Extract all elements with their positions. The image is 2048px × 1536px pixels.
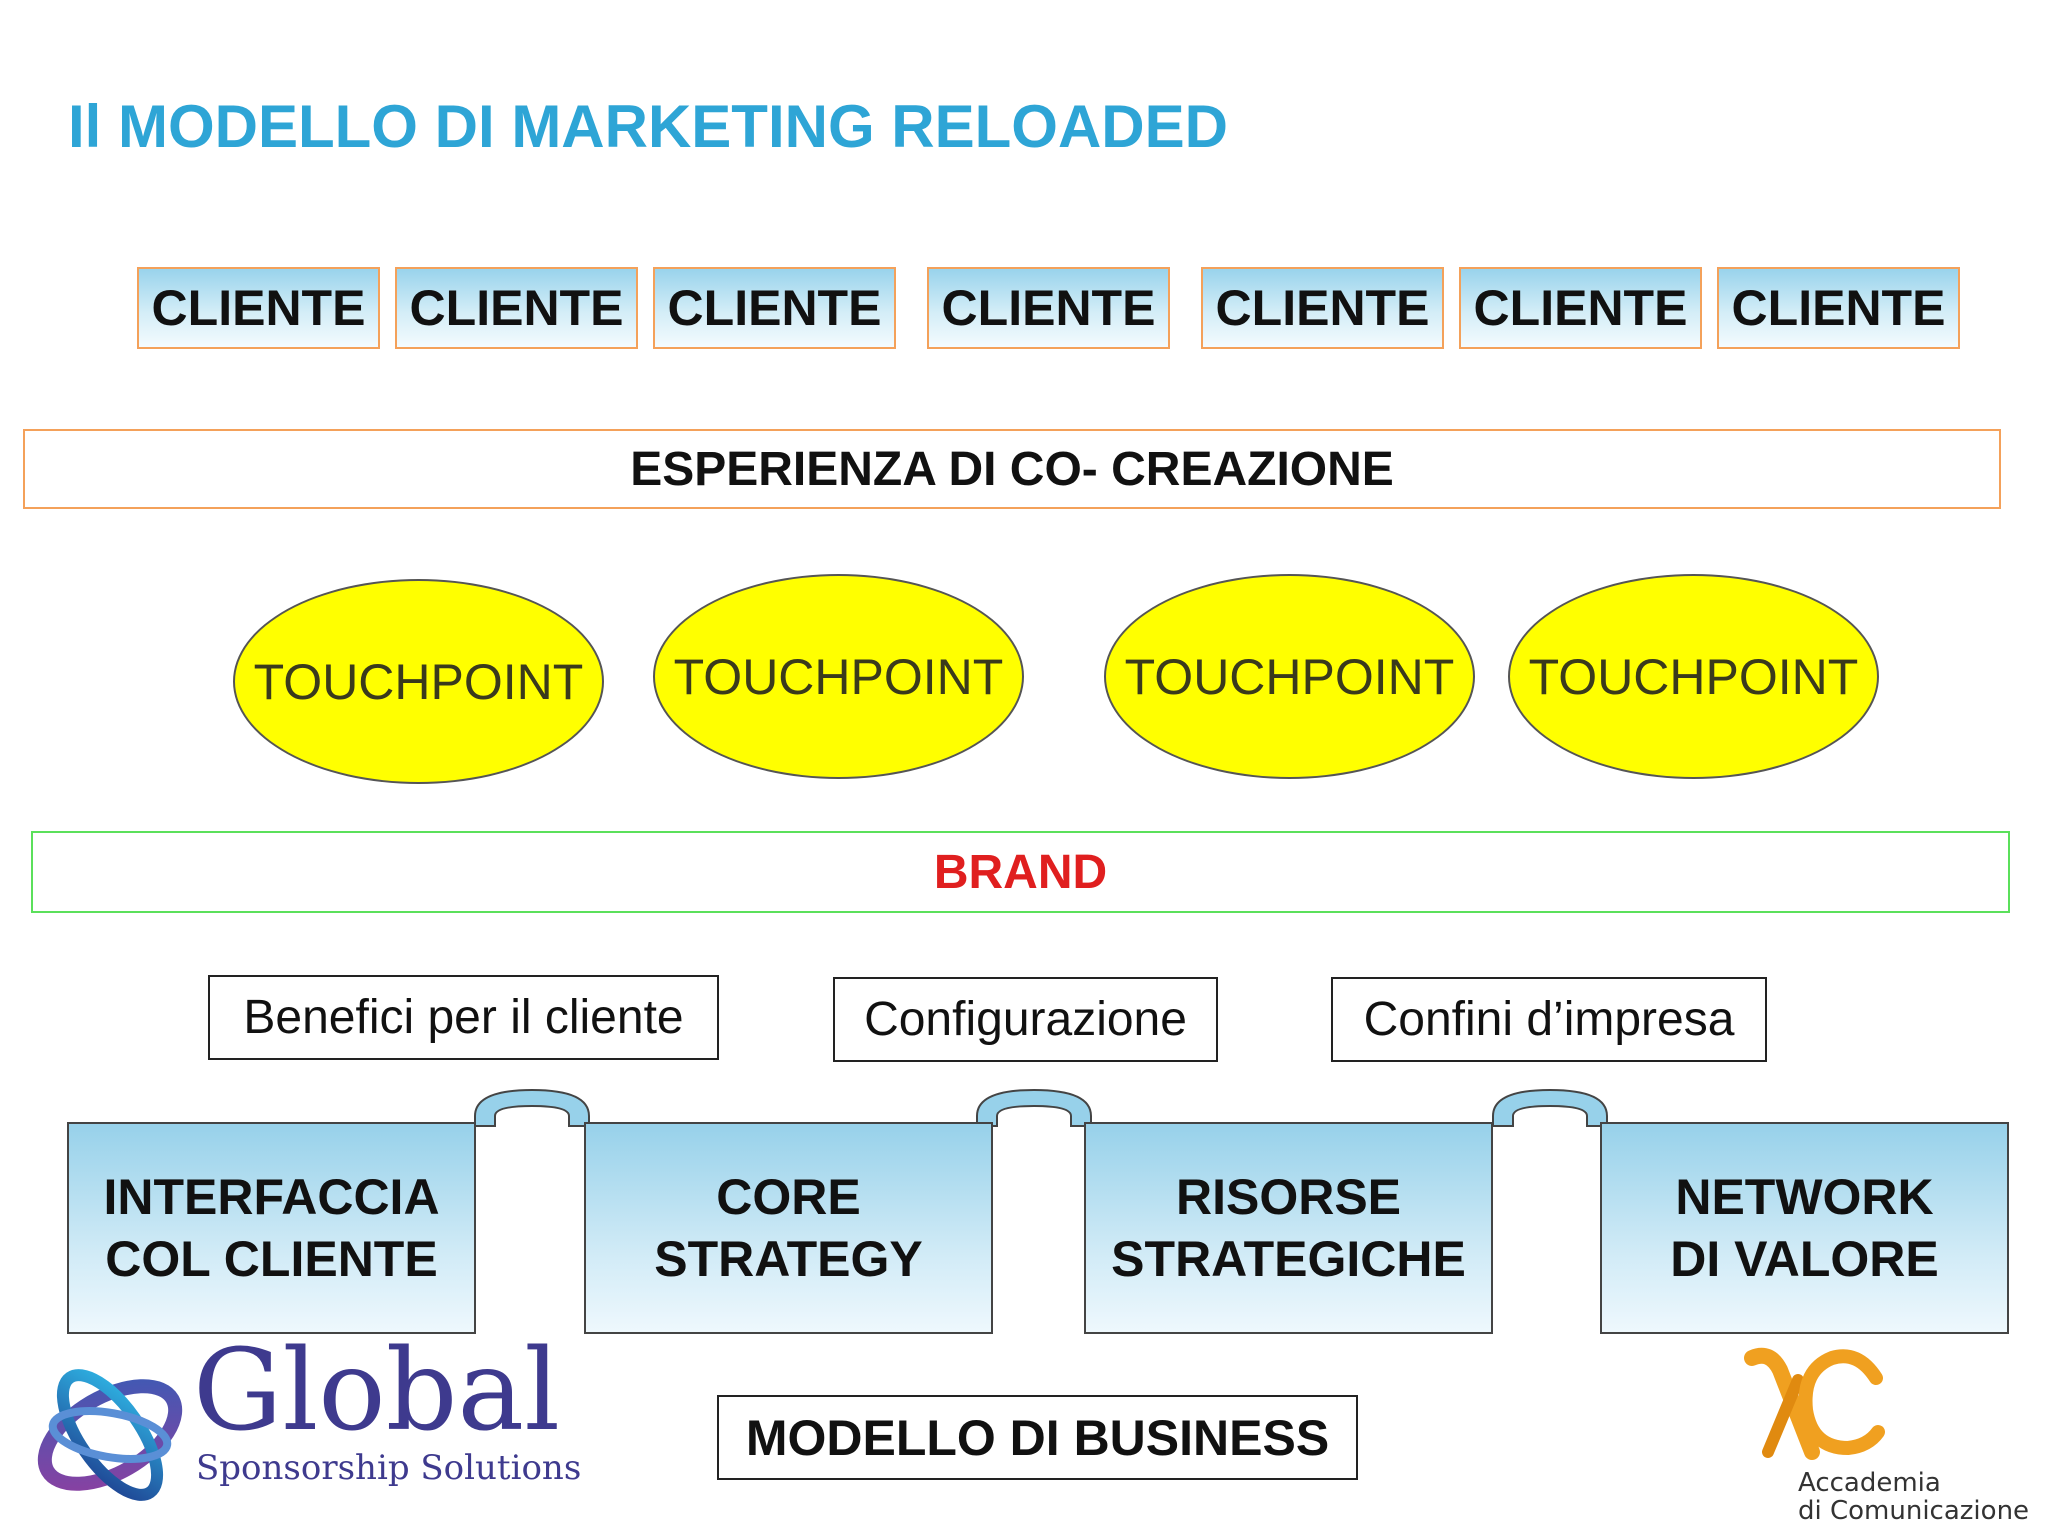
cliente-box: CLIENTE	[137, 267, 380, 349]
block-risorse: RISORSE STRATEGICHE	[1084, 1122, 1493, 1334]
bridge-label-confini: Confini d’impresa	[1331, 977, 1767, 1062]
global-swirl-icon	[37, 1369, 183, 1501]
block-core-strategy: CORE STRATEGY	[584, 1122, 993, 1334]
cliente-box: CLIENTE	[1717, 267, 1960, 349]
co-creation-band: ESPERIENZA DI CO- CREAZIONE	[23, 429, 2001, 509]
accademia-line1: Accademia	[1798, 1468, 1941, 1498]
block-interfaccia: INTERFACCIA COL CLIENTE	[67, 1122, 476, 1334]
block-line: INTERFACCIA	[103, 1169, 440, 1225]
accademia-logo: Accademia di Comunicazione	[1740, 1340, 2030, 1530]
bridge-connector	[1492, 1088, 1608, 1127]
block-line: COL CLIENTE	[105, 1231, 438, 1287]
bridge-label-benefici: Benefici per il cliente	[208, 975, 719, 1060]
touchpoint-ellipse: TOUCHPOINT	[653, 574, 1024, 779]
business-model-label: MODELLO DI BUSINESS	[717, 1395, 1358, 1480]
bridge-connector	[474, 1088, 590, 1127]
global-logo-tagline: Sponsorship Solutions	[196, 1448, 582, 1488]
block-line: CORE	[716, 1169, 861, 1225]
touchpoint-ellipse: TOUCHPOINT	[1508, 574, 1879, 779]
cliente-box: CLIENTE	[653, 267, 896, 349]
block-line: RISORSE	[1175, 1169, 1402, 1225]
touchpoint-ellipse: TOUCHPOINT	[1104, 574, 1475, 779]
block-network: NETWORK DI VALORE	[1600, 1122, 2009, 1334]
brand-band: BRAND	[31, 831, 2010, 913]
global-logo: Global Sponsorship Solutions	[28, 1326, 581, 1530]
cliente-box: CLIENTE	[1201, 267, 1444, 349]
cliente-box: CLIENTE	[927, 267, 1170, 349]
global-logo-name: Global	[193, 1326, 561, 1456]
block-line: STRATEGICHE	[1111, 1231, 1466, 1287]
ac-monogram-icon	[1744, 1347, 1885, 1460]
bridge-label-configurazione: Configurazione	[833, 977, 1218, 1062]
touchpoint-ellipse: TOUCHPOINT	[233, 579, 604, 784]
page-title: Il MODELLO DI MARKETING RELOADED	[68, 93, 1228, 160]
cliente-box: CLIENTE	[395, 267, 638, 349]
accademia-line2: di Comunicazione	[1798, 1496, 2030, 1526]
block-line: NETWORK	[1675, 1169, 1934, 1225]
cliente-box: CLIENTE	[1459, 267, 1702, 349]
block-line: STRATEGY	[654, 1231, 923, 1287]
block-line: DI VALORE	[1670, 1231, 1939, 1287]
